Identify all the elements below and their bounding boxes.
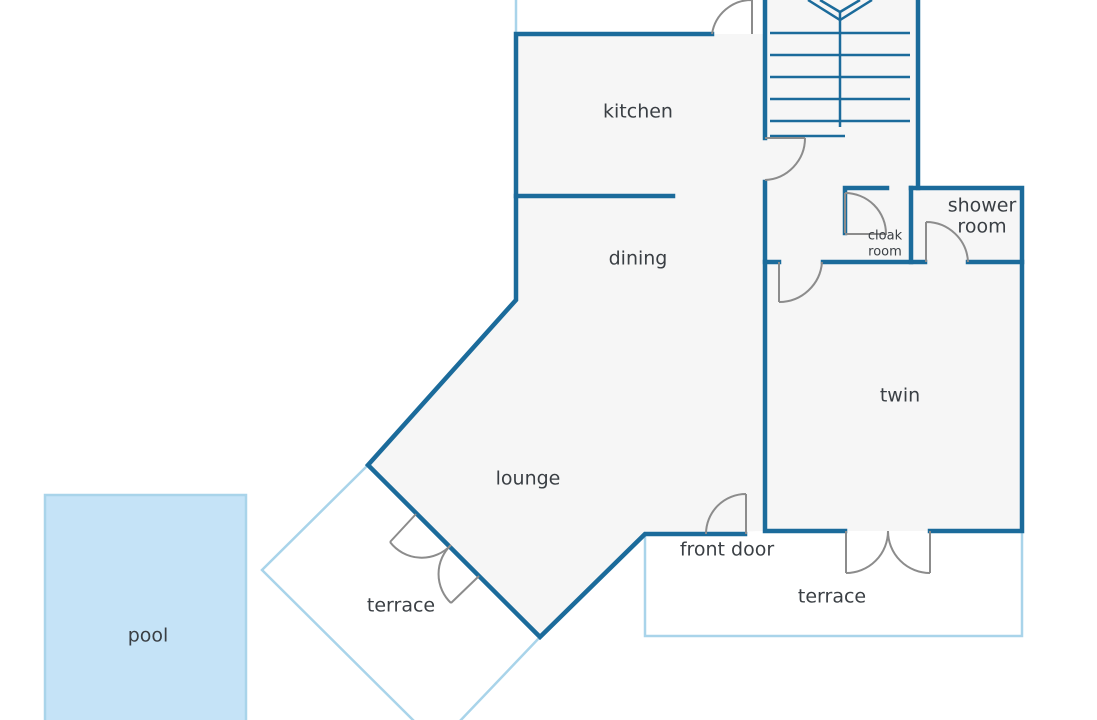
cloak-room-floor [845,188,911,262]
label-twin: twin [880,385,920,407]
door-kitchen-hall [764,137,807,181]
twin-floor [765,262,1022,531]
labels: kitchen dining lounge twin shower room c… [128,101,1017,647]
door-lounge-terrace-lower [437,544,480,604]
terrace-left-outline [260,464,541,720]
doors [389,0,969,604]
label-lounge: lounge [496,468,561,490]
walls [364,0,1025,641]
label-front-door: front door [680,539,775,561]
label-shower-room-2: room [957,216,1006,238]
terrace-right-outline [643,531,1024,638]
twin-outer-wall [762,259,848,534]
door-twin-terrace-right [887,530,931,574]
label-kitchen: kitchen [603,101,673,123]
door-cloak [844,192,888,235]
main-living-floor [368,34,765,637]
door-lounge-terrace-upper [389,513,452,559]
label-shower-room-1: shower [948,195,1017,217]
label-terrace-right: terrace [798,586,866,608]
twin-outer-wall-right [908,185,1025,534]
main-outer-wall [364,31,748,641]
hall-floor [765,0,918,262]
door-front [705,493,747,535]
label-terrace-left: terrace [367,595,435,617]
pool [43,493,248,720]
exterior-outlines [260,0,1024,720]
label-cloak-room-2: room [868,245,902,260]
door-top [711,0,753,35]
label-dining: dining [609,248,668,270]
staircase [770,0,910,138]
door-twin-terrace-left [845,530,889,574]
door-twin [778,261,823,304]
floor-fills [368,0,1022,637]
label-pool: pool [128,625,169,647]
door-shower [925,220,969,263]
label-cloak-room-1: cloak [868,229,903,244]
